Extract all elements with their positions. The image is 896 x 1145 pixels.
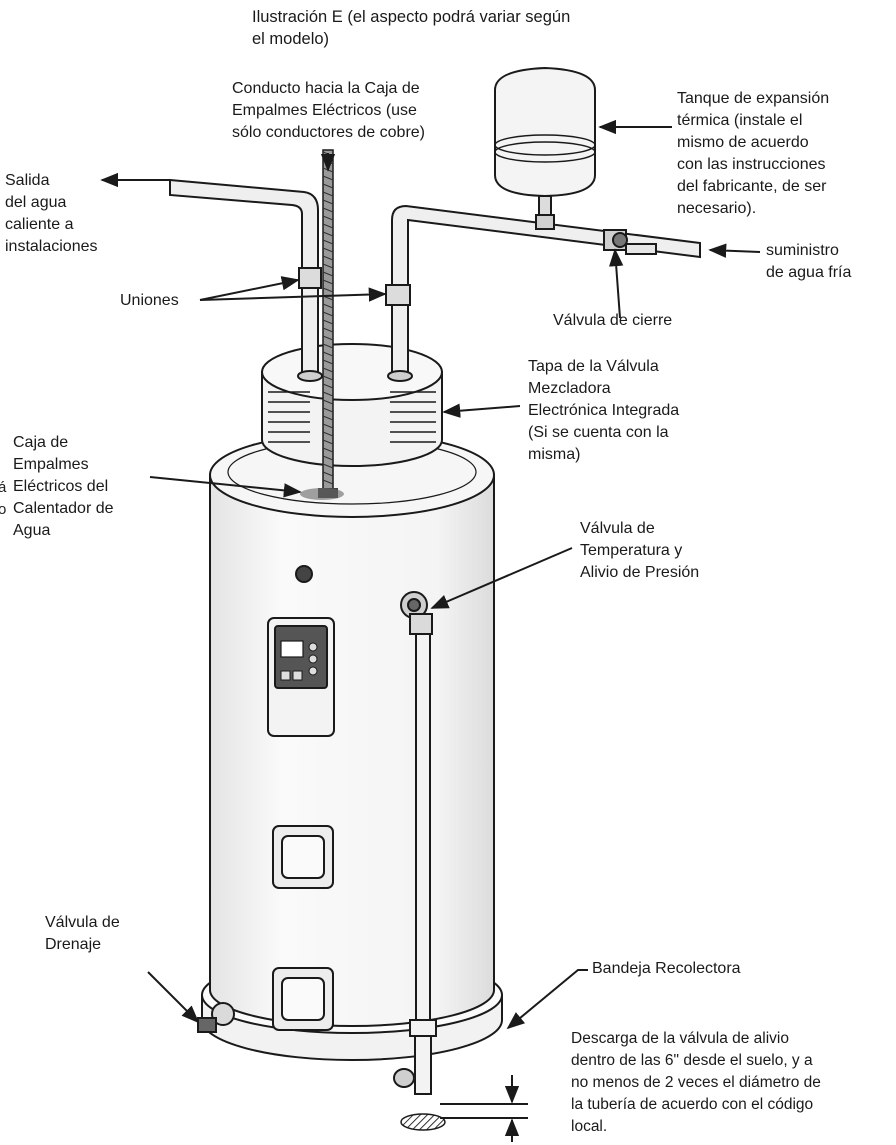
label-junction-box: Caja de Empalmes Eléctricos del Calentad… (13, 434, 114, 539)
drain-valve (197, 1002, 235, 1033)
label-expansion-tank: Tanque de expansión térmica (instale el … (677, 90, 830, 217)
water-heater-tank (209, 432, 495, 1027)
cold-inlet-pipe (385, 204, 701, 382)
access-panel-lower (272, 967, 334, 1031)
label-mixing-valve-cover: Tapa de la Válvula Mezcladora Electrónic… (528, 358, 680, 463)
expansion-tank (494, 66, 596, 230)
floor-drain (400, 1113, 446, 1131)
tp-valve (400, 591, 433, 635)
label-tp-valve: Válvula de Temperatura y Alivio de Presi… (580, 520, 700, 581)
edge-fragment-a: á (0, 479, 7, 496)
edge-fragment-o: o (0, 501, 7, 518)
discharge-pipe (409, 633, 437, 1095)
clearance-dimension (440, 1075, 528, 1142)
arrow-cold-supply (708, 243, 761, 258)
arrow-union-cold (199, 287, 387, 302)
label-shutoff-valve: Válvula de cierre (553, 312, 673, 329)
label-cold-supply: suministro de agua fría (766, 242, 852, 281)
electrical-conduit (300, 149, 344, 500)
figure-title: Ilustración E (el aspecto podrá variar s… (252, 8, 571, 48)
label-drain-pan: Bandeja Recolectora (592, 960, 741, 977)
label-unions: Uniones (120, 292, 179, 309)
mixing-valve-cover (261, 343, 443, 467)
arrow-shutoff (609, 248, 624, 319)
arrow-mixing-cover (442, 403, 521, 418)
control-panel (267, 617, 335, 737)
arrow-tp-valve (430, 547, 573, 609)
arrow-junction-box (149, 476, 302, 498)
arrow-drain-valve (147, 971, 200, 1024)
arrow-drain-pan (506, 969, 588, 1030)
leader-arrows (100, 119, 761, 1030)
access-panel-upper (272, 825, 334, 889)
label-hot-outlet: Salida del agua caliente a instalaciones (5, 172, 98, 255)
arrow-union-hot (199, 276, 300, 301)
label-discharge: Descarga de la válvula de alivio dentro … (571, 1030, 821, 1135)
label-conduit: Conducto hacia la Caja de Empalmes Eléct… (232, 80, 425, 141)
pan-drain-fitting (393, 1068, 415, 1088)
hot-outlet-pipe (169, 178, 323, 382)
tank-port (295, 565, 313, 583)
label-drain-valve: Válvula de Drenaje (45, 914, 120, 953)
